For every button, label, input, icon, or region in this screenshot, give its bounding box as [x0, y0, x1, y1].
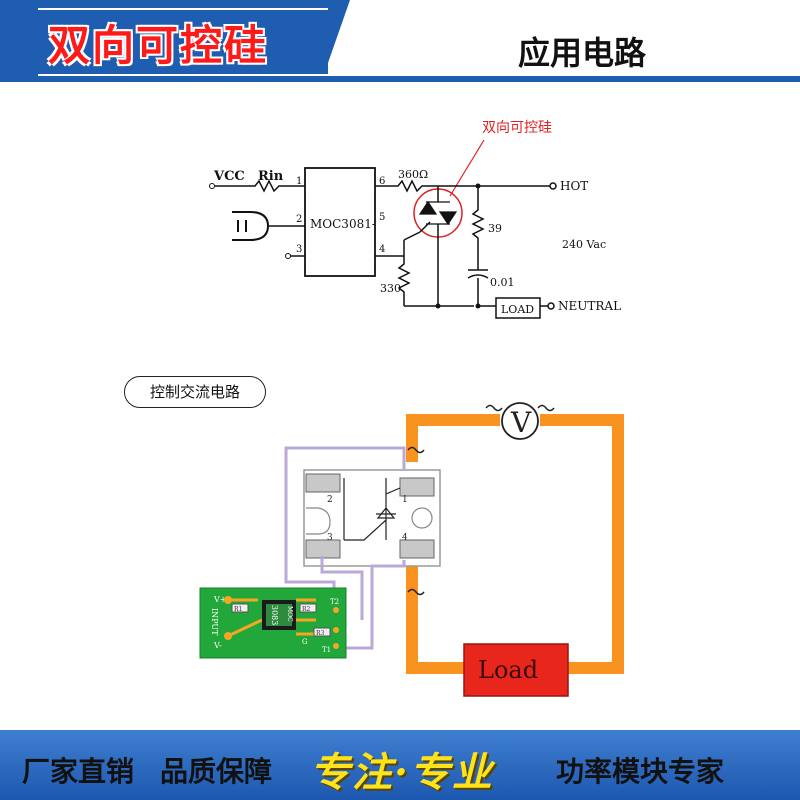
ssr-pin1: 1 [402, 495, 408, 505]
load-box [463, 643, 569, 697]
chip-pin6: 6 [379, 176, 385, 187]
triac-schematic: 双向可控硅 VCC Rin MOC3081- 1 2 3 6 5 4 360Ω … [209, 120, 621, 319]
ssr-pin4: 4 [402, 533, 408, 543]
control-circuit-caption: 控制交流电路 [124, 376, 266, 408]
pcb-trace-bottom [227, 618, 316, 638]
rin-label: Rin [258, 169, 284, 184]
r39-resistor [471, 186, 485, 270]
triac-gate [419, 221, 431, 233]
triac-symbol [418, 200, 458, 226]
chip-pin3: 3 [296, 244, 302, 255]
tilde-upper [407, 446, 425, 454]
purple-wire-1 [284, 446, 406, 602]
ssr-internal-link [385, 487, 401, 495]
pin3-terminal [285, 253, 291, 259]
pcb-pad-t1 [333, 643, 339, 649]
r360-label: 360Ω [398, 168, 428, 181]
hot-label: HOT [560, 179, 588, 193]
footer-bar: 厂家直销 品质保障 专注·专业 功率模块专家 [0, 730, 800, 800]
pcb-r1 [231, 603, 249, 613]
purple-wire-3 [320, 556, 364, 620]
chip-pin5: 5 [379, 212, 385, 223]
pcb-r3 [313, 627, 331, 637]
r330-resistor [397, 256, 411, 306]
footer-item-quality: 品质保障 [160, 755, 273, 788]
r39-label: 39 [488, 222, 502, 235]
pin4-wire [375, 231, 421, 257]
chip-label: MOC3081- [310, 217, 376, 231]
orange-ac-loop [406, 414, 624, 674]
ssr-terminal-4 [399, 539, 435, 559]
triac-callout-label: 双向可控硅 [482, 120, 552, 136]
voltmeter-icon [501, 402, 539, 440]
moc-chip [304, 167, 376, 277]
node-dot-2 [435, 303, 441, 309]
hot-terminal [549, 182, 557, 190]
r330-label: 330 [380, 282, 401, 295]
vcc-label: VCC [213, 169, 245, 184]
page-title: 双向可控硅 [48, 21, 269, 70]
ssr-mount-hole [411, 507, 433, 529]
footer-item-expert: 功率模块专家 [556, 755, 725, 788]
tilde-lower [407, 588, 425, 596]
ssr-pin2: 2 [327, 495, 333, 505]
ssr-terminal-2 [305, 473, 341, 493]
cap-label: 0.01 [490, 276, 515, 289]
load-box-label: Load [478, 656, 538, 684]
neutral-label: NEUTRAL [558, 299, 621, 313]
header-banner: 双向可控硅 应用电路 [0, 0, 800, 96]
chip-pin4: 4 [379, 244, 385, 255]
pcb-input-label: INPUT [210, 608, 219, 636]
voltmeter-label: V [510, 406, 532, 439]
pcb-r2 [299, 603, 317, 613]
schematic-load-box [495, 297, 541, 319]
input-connector-icon [232, 211, 270, 241]
pcb-pad-t2 [333, 607, 339, 613]
vcc-terminal [209, 183, 215, 189]
ssr-terminal-1 [399, 477, 435, 497]
title-frame [38, 8, 328, 76]
rin-resistor [215, 179, 305, 193]
pcb-chip-top: MOC [286, 606, 293, 622]
r360-resistor [375, 179, 556, 193]
cap-001 [467, 269, 489, 306]
ssr-pin3: 3 [327, 533, 333, 543]
tilde-right [537, 404, 555, 412]
footer-item-direct-sales: 厂家直销 [22, 755, 135, 788]
pcb-r1-label: R1 [234, 606, 242, 613]
pcb-chip-label-plate [266, 604, 292, 626]
ssr-mount-slot [306, 507, 331, 535]
footer-slogan: 专注·专业 [310, 749, 494, 796]
pcb-r2-label: R2 [302, 606, 311, 613]
pcb-vminus-label: V- [213, 641, 222, 650]
pcb-t1-label: T1 [322, 646, 331, 654]
pcb-g-label: G [302, 638, 308, 646]
pcb-chip-model: 3083 [270, 605, 279, 625]
chip-pin1: 1 [296, 176, 302, 187]
pcb-r3-label: R3 [316, 630, 325, 637]
neutral-terminal [547, 302, 555, 310]
purple-wire-2 [340, 560, 406, 650]
page-subtitle: 应用电路 [518, 34, 647, 72]
vac-label: 240 Vac [562, 238, 606, 251]
ssr-terminal-3 [305, 539, 341, 559]
tilde-left [485, 404, 503, 412]
pcb-t2-label: T2 [330, 598, 339, 606]
ssr-internal-triac [343, 478, 396, 541]
pcb-vplus-label: V+ [213, 595, 226, 604]
chip-pin2: 2 [296, 214, 302, 225]
control-wiring-diagram: V Load 2 3 1 4 INPUT V+ V- R1 MOC 3083 R… [199, 402, 624, 697]
pcb-pad-g [333, 627, 339, 633]
header-underline [0, 76, 800, 82]
schematic-load-label: LOAD [501, 303, 534, 316]
